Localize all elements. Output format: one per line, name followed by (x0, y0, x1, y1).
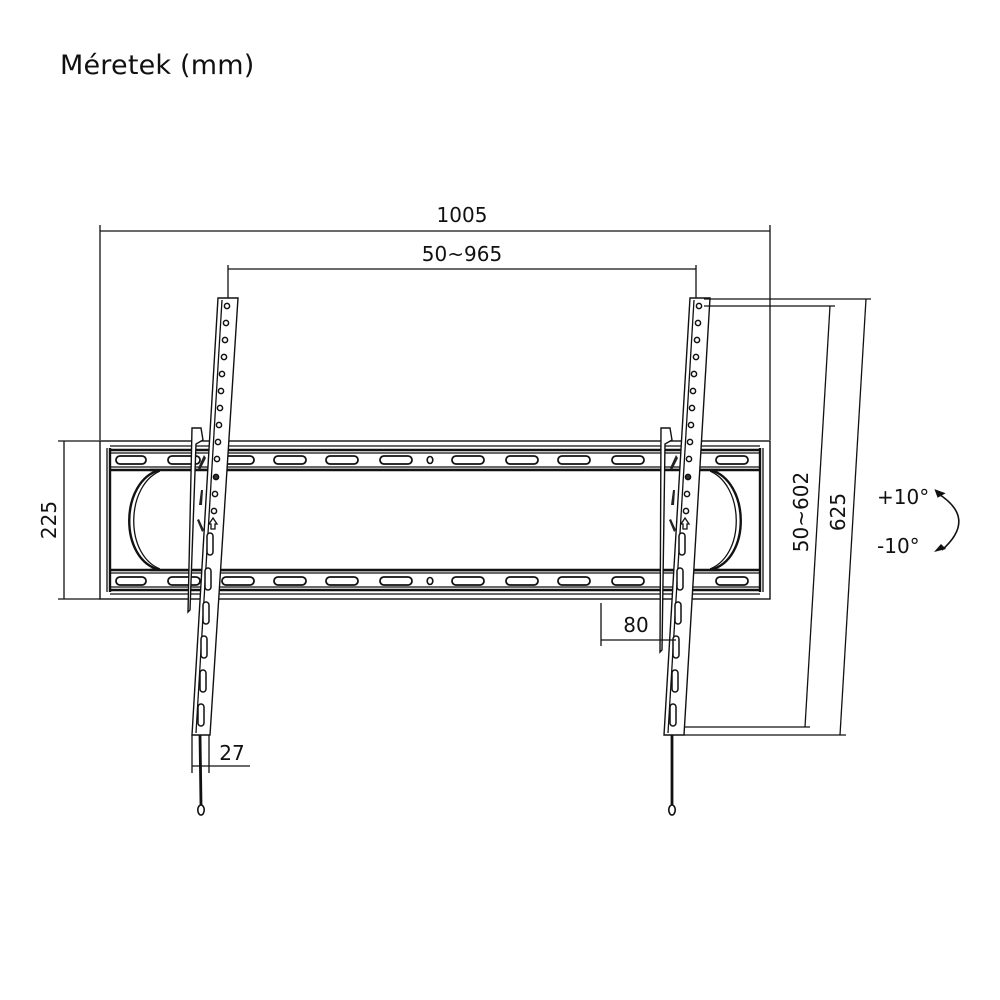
dimension-arm-width: 27 (191, 735, 250, 773)
dimension-overall-width: 1005 (99, 203, 771, 440)
dimension-wall-distance: 80 (600, 603, 676, 646)
tilt-arrow-icon (936, 492, 960, 551)
tilt-down-label: -10° (877, 534, 920, 558)
vesa-horizontal-label: 50~965 (422, 242, 502, 266)
dimension-arm-height: 625 (684, 298, 871, 736)
overall-width-label: 1005 (437, 203, 488, 227)
top-slots (115, 455, 749, 465)
dimension-vesa-horizontal: 50~965 (227, 242, 697, 300)
tilt-indicator: +10° -10° (877, 485, 960, 558)
page-title: Méretek (mm) (60, 50, 255, 81)
plate-height-label: 225 (37, 501, 61, 539)
wall-distance-label: 80 (623, 613, 648, 637)
vesa-vertical-label: 50~602 (789, 472, 813, 552)
tilt-up-label: +10° (877, 485, 929, 509)
arm-height-label: 625 (826, 493, 850, 531)
left-arm (187, 297, 239, 816)
bottom-slots (115, 576, 749, 586)
dimension-plate-height: 225 (37, 440, 100, 600)
arm-width-label: 27 (219, 741, 244, 765)
right-arm (659, 297, 711, 816)
dimension-vesa-vertical: 50~602 (684, 305, 835, 728)
